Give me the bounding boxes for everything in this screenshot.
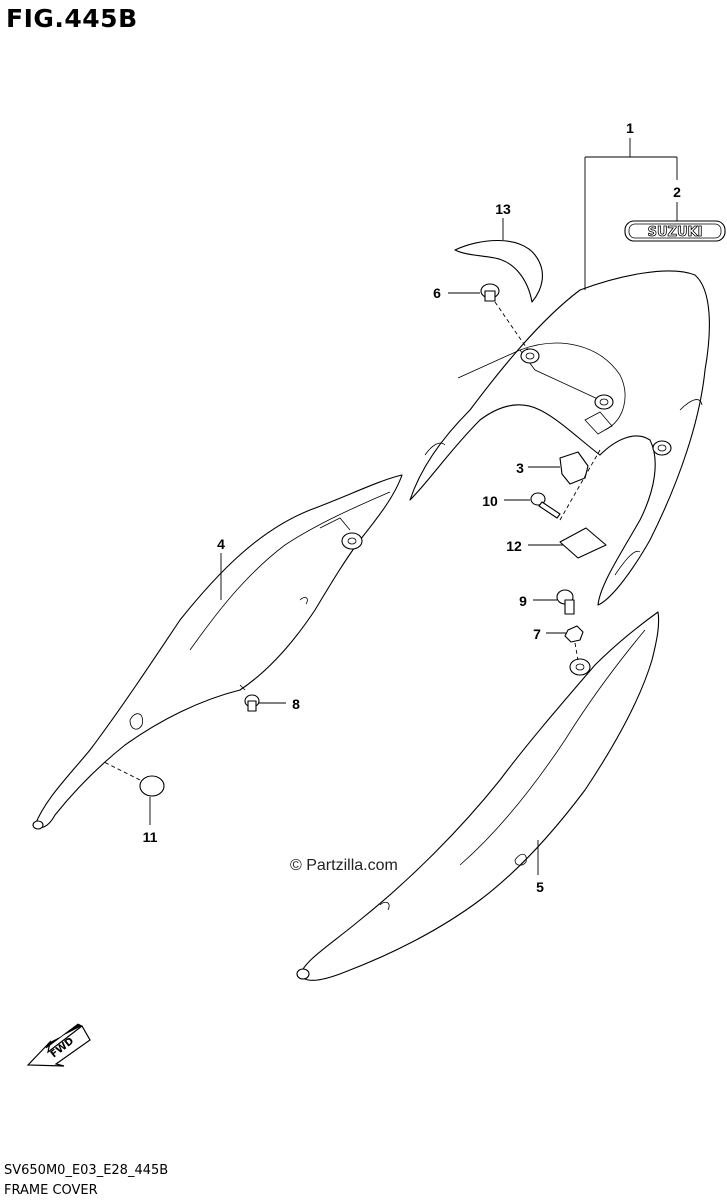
part-4-frame-cover-left[interactable] (32, 474, 403, 830)
callout-1: 1 (626, 120, 634, 136)
watermark: © Partzilla.com (290, 857, 398, 874)
part-5-frame-cover-right[interactable] (296, 611, 660, 981)
callout-8: 8 (292, 696, 300, 712)
leader-lines (103, 138, 678, 875)
callout-12: 12 (506, 538, 522, 554)
part-2-suzuki-emblem[interactable]: SUZUKI (624, 220, 726, 242)
part-12-pad[interactable] (559, 527, 607, 559)
part-3-cushion[interactable] (559, 451, 589, 485)
callout-4: 4 (217, 536, 225, 552)
callout-3: 3 (516, 460, 524, 476)
suzuki-badge-text: SUZUKI (648, 225, 703, 240)
callout-9: 9 (519, 593, 527, 609)
part-11-grommet[interactable] (139, 775, 165, 797)
callout-2: 2 (673, 184, 681, 200)
fwd-direction-arrow-icon: FWD (26, 1023, 91, 1067)
callout-5: 5 (536, 879, 544, 895)
part-7-nut[interactable] (564, 625, 584, 643)
part-8-rivet[interactable] (244, 694, 260, 712)
part-10-screw[interactable] (530, 492, 561, 519)
callout-11: 11 (143, 829, 158, 845)
callout-7: 7 (533, 626, 541, 642)
figure-title: FIG.445B (6, 4, 138, 33)
part-6-bolt[interactable] (480, 283, 500, 302)
diagram-code: SV650M0_E03_E28_445B (4, 1163, 169, 1178)
callout-13: 13 (495, 201, 511, 217)
diagram-caption: FRAME COVER (4, 1183, 98, 1198)
callout-10: 10 (482, 493, 498, 509)
part-1-tail-cowl[interactable] (409, 270, 710, 606)
callout-6: 6 (433, 285, 441, 301)
part-9-bolt[interactable] (556, 589, 575, 615)
part-13-pad[interactable] (454, 239, 543, 303)
